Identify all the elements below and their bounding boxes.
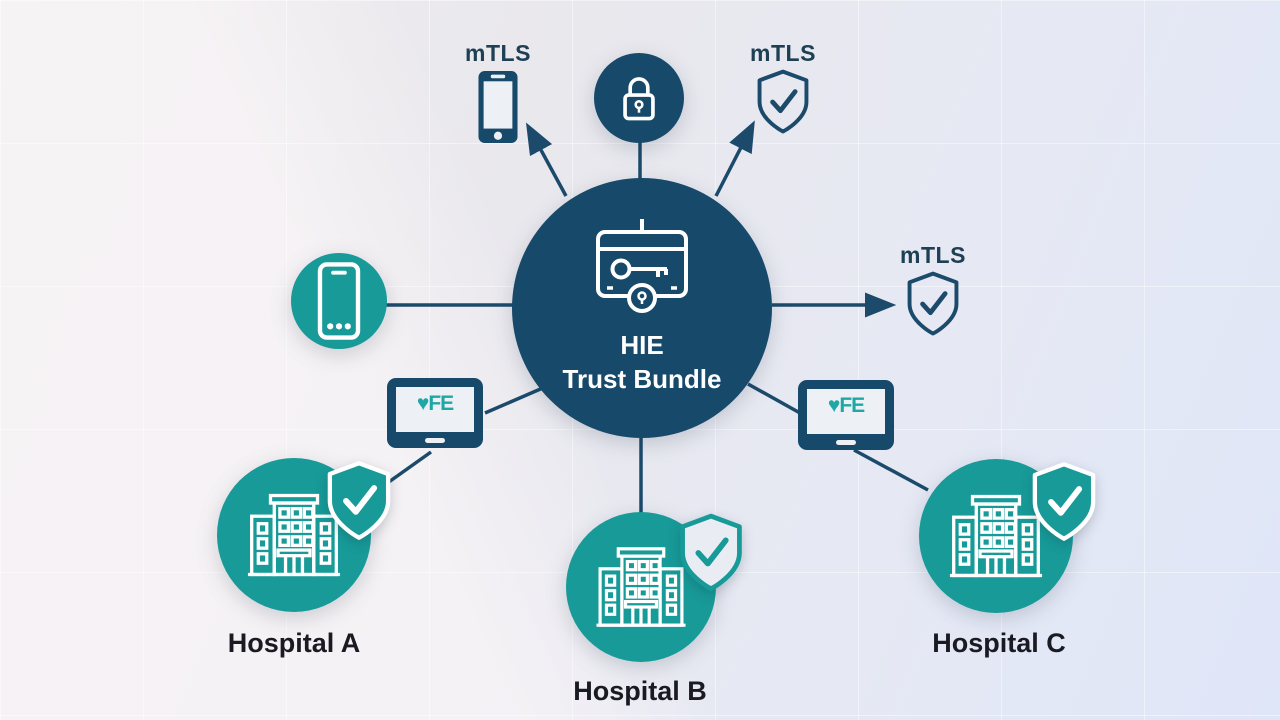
- shield-check-icon: [885, 271, 981, 337]
- mtls-label-top-left: mTLS: [465, 40, 531, 66]
- padlock-node: [594, 53, 684, 143]
- connector-laptop2-hospital-c: [853, 448, 929, 492]
- connector-center-laptop2: [747, 382, 801, 415]
- hospital-c-label: Hospital C: [932, 628, 1066, 658]
- hospital-c-shield-check-icon: [1028, 461, 1100, 543]
- certificate-key-icon: [592, 219, 692, 319]
- smartphone-icon: [450, 70, 546, 144]
- hospital-a-shield-check-icon: [323, 460, 395, 542]
- hie-trust-bundle-node: HIE Trust Bundle: [512, 178, 772, 438]
- connector-center-phone-mtls: [525, 122, 568, 197]
- center-title-line2: Trust Bundle: [562, 364, 722, 394]
- connector-center-shield-topright: [714, 120, 755, 197]
- mtls-shield-right-endpoint: mTLS: [885, 242, 981, 337]
- hospital-b-shield-check-icon: [676, 513, 746, 593]
- laptop1-screen-glyph: ♥FE: [416, 392, 454, 415]
- mtls-phone-endpoint: mTLS: [450, 40, 546, 144]
- hospital-building-icon: [242, 488, 346, 582]
- mtls-label-top-right: mTLS: [750, 40, 816, 66]
- hospital-building-icon: [944, 489, 1048, 583]
- laptop-icon: [798, 380, 894, 454]
- center-title-line1: HIE: [620, 330, 664, 361]
- laptop-icon: [387, 378, 483, 452]
- laptop2-node: ♥FE: [798, 380, 894, 454]
- shield-check-icon: [735, 69, 831, 135]
- hospital-a-label: Hospital A: [227, 628, 361, 658]
- smartphone-outline-icon: [316, 262, 362, 340]
- connector-laptop1-hospital-a: [384, 450, 433, 486]
- mtls-label-right: mTLS: [900, 242, 966, 268]
- laptop2-screen-glyph: ♥FE: [827, 394, 865, 417]
- laptop1-node: ♥FE: [387, 378, 483, 452]
- hospital-b-label: Hospital B: [573, 676, 707, 706]
- mobile-device-node: [291, 253, 387, 349]
- padlock-icon: [617, 72, 661, 124]
- mtls-shield-topright-endpoint: mTLS: [735, 40, 831, 135]
- hospital-building-icon: [591, 541, 691, 633]
